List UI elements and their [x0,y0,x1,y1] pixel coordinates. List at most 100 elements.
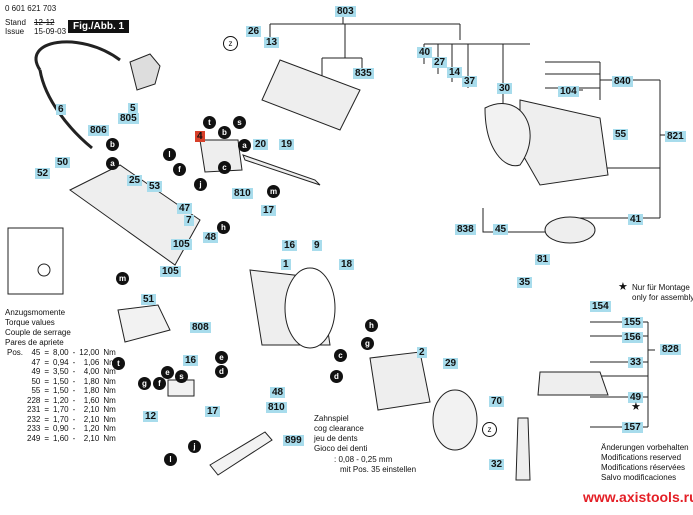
wire-marker-s: s [233,116,246,129]
wire-marker-j: j [194,178,207,191]
leader-803 [269,16,461,80]
stand-label: Stand [5,18,26,27]
issue-value: 15-09-03 [34,27,67,36]
wire-marker-e: e [161,366,174,379]
part-label-806: 806 [88,125,109,136]
torque-min: 1,50 [53,376,69,386]
part-label-105-b: 105 [160,266,181,277]
assembly-note-line1: Nur für Montage [632,283,690,292]
part-label-16-top: 16 [282,240,298,251]
torque-pos: 49 [31,367,41,376]
cog-note-line3: jeu de dents [314,434,358,443]
part-label-30: 30 [497,83,513,94]
torque-unit: Nm [103,433,116,443]
torque-unit: Nm [103,348,116,357]
torque-max: 2,10 [83,433,100,443]
issue-label: Issue [5,27,25,36]
part-label-47: 47 [177,203,193,214]
cog-note-line2: cog clearance [314,424,364,433]
part-label-26: 26 [246,26,262,37]
torque-values-table: Anzugsmomente Torque values Couple de se… [5,308,118,443]
part-label-81: 81 [535,254,551,265]
part-label-53: 53 [147,181,163,192]
wire-marker-s: s [175,370,188,383]
wire-marker-c: c [334,349,347,362]
wire-marker-e: e [215,351,228,364]
part-label-48-bottom: 48 [270,387,286,398]
part-label-35: 35 [517,277,533,288]
torque-pos: 47 [31,357,41,367]
torque-dash: - [72,424,76,433]
assembly-note-line2: only for assembly [632,293,693,302]
part-label-835: 835 [353,68,374,79]
torque-min: 1,50 [53,386,69,395]
part-label-17-bottom: 17 [205,406,221,417]
wire-marker-a: a [238,139,251,152]
part-label-805: 805 [118,113,139,124]
torque-equals: = [44,424,50,433]
torque-pos-label [5,405,25,415]
wire-marker-h: h [365,319,378,332]
part-label-55: 55 [613,129,629,140]
torque-pos: 50 [31,376,41,386]
part-label-810-top: 810 [232,188,253,199]
part-label-45: 45 [493,224,509,235]
part-label-17-top: 17 [261,205,277,216]
part-label-52: 52 [35,168,51,179]
modifications-de: Änderungen vorbehalten [601,443,689,452]
spindle-outline [515,417,531,481]
part-label-27: 27 [432,57,448,68]
torque-pos-label [5,367,25,377]
part-label-70: 70 [489,396,505,407]
power-cord [34,40,121,71]
wire-marker-t: t [203,116,216,129]
guard-outline [484,103,531,167]
part-label-821: 821 [665,131,686,142]
part-label-808: 808 [190,322,211,333]
torque-pos: 55 [31,386,41,395]
part-label-50: 50 [55,157,71,168]
brush-holder-outline [117,304,171,343]
torque-pos-label [5,415,25,425]
wire-marker-f: f [173,163,186,176]
part-label-29: 29 [443,358,459,369]
modifications-es: Salvo modificaciones [601,473,677,482]
torque-min: 0,94 [53,357,69,367]
end-shield-outline [432,389,478,451]
torque-pos-label [5,358,25,368]
part-label-9: 9 [312,240,322,251]
wire-marker-t: t [112,357,125,370]
part-label-1: 1 [281,259,291,270]
part-label-18: 18 [339,259,355,270]
torque-max: 1,20 [83,424,100,433]
torque-dash: - [72,348,76,357]
torque-pos: 45 [31,348,41,357]
part-label-19: 19 [279,139,295,150]
wire-marker-f: f [153,377,166,390]
leader-40-30 [423,43,530,106]
plug-outline [129,53,161,91]
torque-dash: - [72,376,76,386]
wire-marker-b: b [106,138,119,151]
part-label-12: 12 [143,411,159,422]
stand-value: 12-12 [34,18,55,27]
part-label-899: 899 [283,435,304,446]
wire-marker-g: g [361,337,374,350]
cog-note-line1: Zahnspiel [314,414,349,423]
part-label-48-top: 48 [203,232,219,243]
torque-dash: - [72,405,76,414]
torque-pos: 228 [27,395,41,405]
torque-dash: - [72,367,76,376]
torque-pos-label [5,434,25,444]
torque-equals: = [44,367,50,376]
part-label-156: 156 [622,332,643,343]
part-label-37: 37 [462,76,478,87]
torque-min: 1,70 [53,405,69,414]
